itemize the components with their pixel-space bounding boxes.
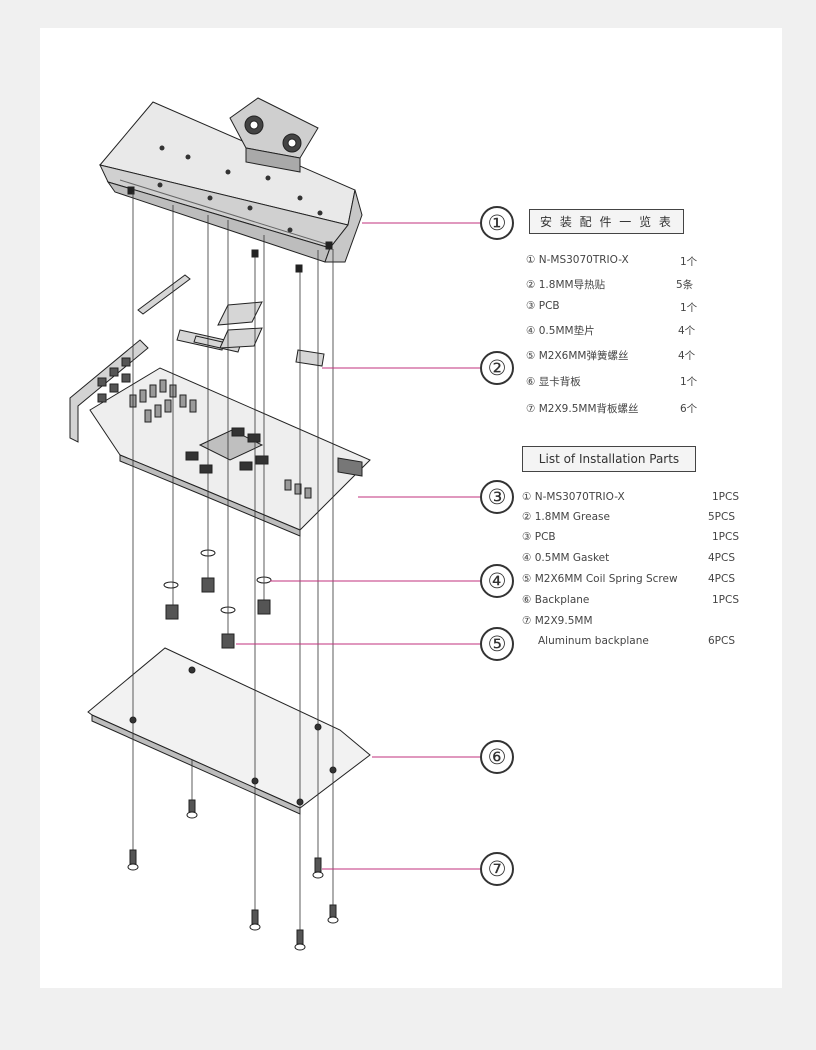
cn-part-qty: 1个 <box>680 302 698 314</box>
cn-part-name: ④ 0.5MM垫片 <box>526 325 595 337</box>
cn-part-qty: 6个 <box>680 403 698 415</box>
cn-part-name: ⑦ M2X9.5MM背板螺丝 <box>526 403 639 415</box>
en-parts-list: ① N-MS3070TRIO-X 1PCS ② 1.8MM Grease 5PC… <box>522 491 748 651</box>
cn-part-name: ⑥ 显卡背板 <box>526 376 581 388</box>
en-part-qty: 1PCS <box>712 594 740 606</box>
cn-part-name: ① N-MS3070TRIO-X <box>526 254 629 266</box>
callout-3: ③ <box>480 480 514 514</box>
en-part-name: ② 1.8MM Grease <box>522 511 610 523</box>
backplate-screws <box>127 799 339 951</box>
callout-2: ② <box>480 351 514 385</box>
callout-6: ⑥ <box>480 740 514 774</box>
en-part-qty: 1PCS <box>712 531 740 543</box>
backplate <box>87 647 371 815</box>
callout-5: ⑤ <box>480 627 514 661</box>
en-part-name: ⑥ Backplane <box>522 594 590 606</box>
callout-1: ① <box>480 206 514 240</box>
en-list-title: List of Installation Parts <box>522 446 696 472</box>
en-part-qty: 5PCS <box>708 511 736 523</box>
en-part-name: ⑤ M2X6MM Coil Spring Screw <box>522 573 678 585</box>
en-part-qty: 4PCS <box>708 552 736 564</box>
en-part-name: Aluminum backplane <box>538 635 649 647</box>
callout-leader-lines <box>236 222 480 870</box>
en-part-name: ③ PCB <box>522 531 556 543</box>
en-part-qty: 4PCS <box>708 573 736 585</box>
callout-4: ④ <box>480 564 514 598</box>
cn-parts-list: ① N-MS3070TRIO-X 1个 ② 1.8MM导热贴 5条 ③ PCB … <box>526 254 716 415</box>
water-block <box>99 97 363 273</box>
cn-part-name: ② 1.8MM导热贴 <box>526 279 606 291</box>
cn-part-qty: 1个 <box>680 376 698 388</box>
cn-part-qty: 4个 <box>678 325 696 337</box>
cn-part-qty: 1个 <box>680 256 698 268</box>
en-part-qty: 1PCS <box>712 491 740 503</box>
thermal-pads <box>137 274 325 367</box>
cn-part-qty: 4个 <box>678 350 696 362</box>
en-part-qty: 6PCS <box>708 635 736 647</box>
en-part-name: ④ 0.5MM Gasket <box>522 552 610 564</box>
en-part-name: ⑦ M2X9.5MM <box>522 615 593 627</box>
pcb-board <box>69 339 371 537</box>
cn-part-qty: 5条 <box>676 279 694 291</box>
callout-7: ⑦ <box>480 852 514 886</box>
cn-list-title: 安 装 配 件 一 览 表 <box>529 209 684 234</box>
assembly-guide-lines <box>132 192 334 930</box>
cn-part-name: ③ PCB <box>526 300 560 312</box>
cn-part-name: ⑤ M2X6MM弹簧螺丝 <box>526 350 629 362</box>
en-part-name: ① N-MS3070TRIO-X <box>522 491 625 503</box>
